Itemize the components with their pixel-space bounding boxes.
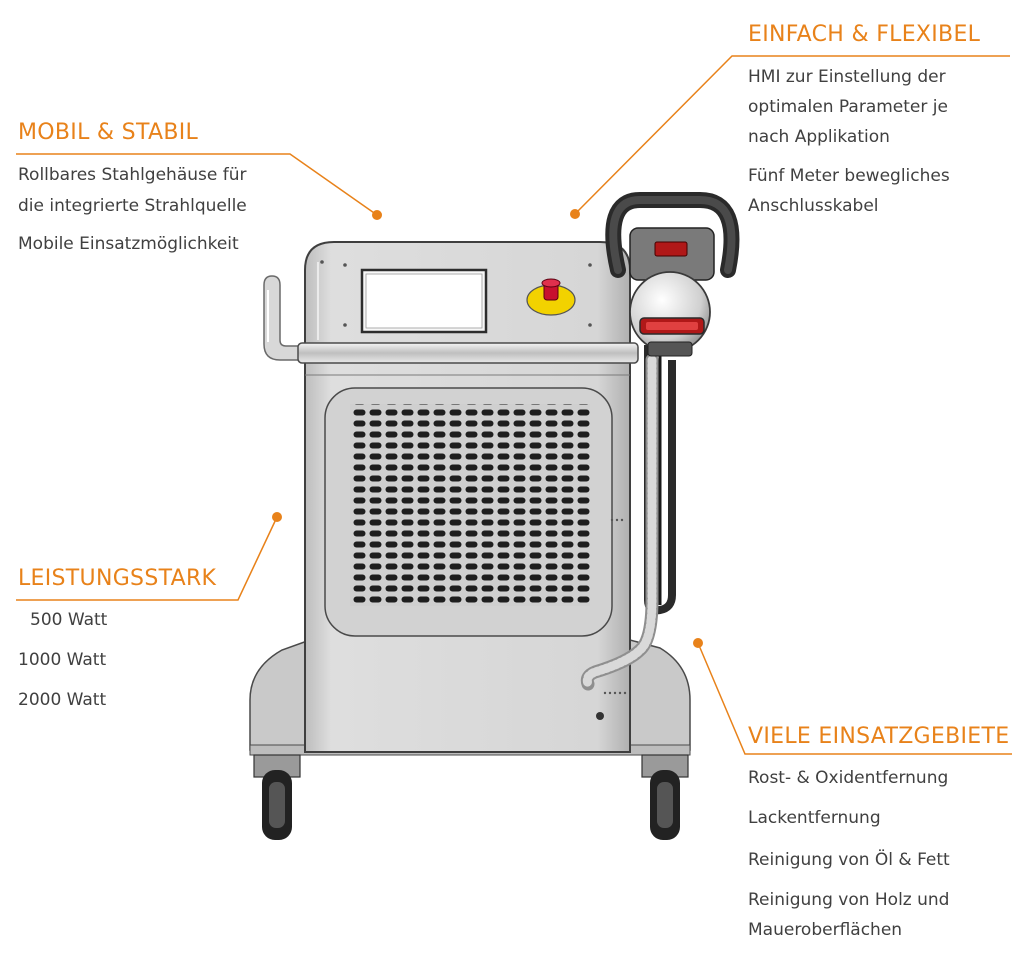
einfach-line-1: HMI zur Einstellung der — [748, 67, 946, 87]
connector-leistung — [16, 516, 278, 601]
viele-line-3: Reinigung von Öl & Fett — [748, 850, 950, 870]
heading-leistungsstark: LEISTUNGSSTARK — [18, 566, 217, 591]
laser-handle — [605, 192, 740, 281]
ventilation-grille — [324, 387, 613, 637]
cabinet-details — [596, 518, 627, 720]
front-rail — [297, 342, 639, 376]
connector-mobil — [16, 153, 378, 216]
mobil-line-3: Mobile Einsatzmöglichkeit — [18, 234, 239, 254]
laser-head — [629, 271, 711, 357]
leistung-line-1: 500 Watt — [30, 610, 108, 630]
viele-line-2: Lackentfernung — [748, 808, 881, 828]
viele-line-4: Reinigung von Holz und — [748, 890, 950, 910]
wheel-left — [253, 754, 301, 840]
corrugated-hose — [580, 353, 659, 691]
connector-dot-mobil — [372, 210, 382, 220]
einfach-line-3: nach Applikation — [748, 127, 890, 147]
connector-viele — [697, 642, 1012, 755]
wheel-right — [641, 754, 689, 840]
connector-dot-leistung — [272, 512, 282, 522]
heading-einfach-flexibel: EINFACH & FLEXIBEL — [748, 22, 981, 47]
viele-line-1: Rost- & Oxidentfernung — [748, 768, 949, 788]
viele-line-5: Maueroberflächen — [748, 920, 903, 940]
connector-dot-viele — [693, 638, 703, 648]
einfach-line-4: Fünf Meter bewegliches — [748, 166, 950, 186]
connector-einfach — [574, 55, 1010, 215]
leistung-line-3: 2000 Watt — [18, 690, 107, 710]
emergency-stop-button — [526, 278, 576, 316]
mobil-line-1: Rollbares Stahlgehäuse für — [18, 165, 247, 185]
heading-viele-einsatzgebiete: VIELE EINSATZGEBIETE — [748, 724, 1010, 749]
hmi-screen — [360, 268, 488, 334]
connector-dot-einfach — [570, 209, 580, 219]
einfach-line-5: Anschlusskabel — [748, 196, 879, 216]
leistung-line-2: 1000 Watt — [18, 650, 107, 670]
heading-mobil-stabil: MOBIL & STABIL — [18, 120, 199, 145]
einfach-line-2: optimalen Parameter je — [748, 97, 948, 117]
side-handle — [263, 275, 301, 361]
mobil-line-2: die integrierte Strahlquelle — [18, 196, 247, 216]
